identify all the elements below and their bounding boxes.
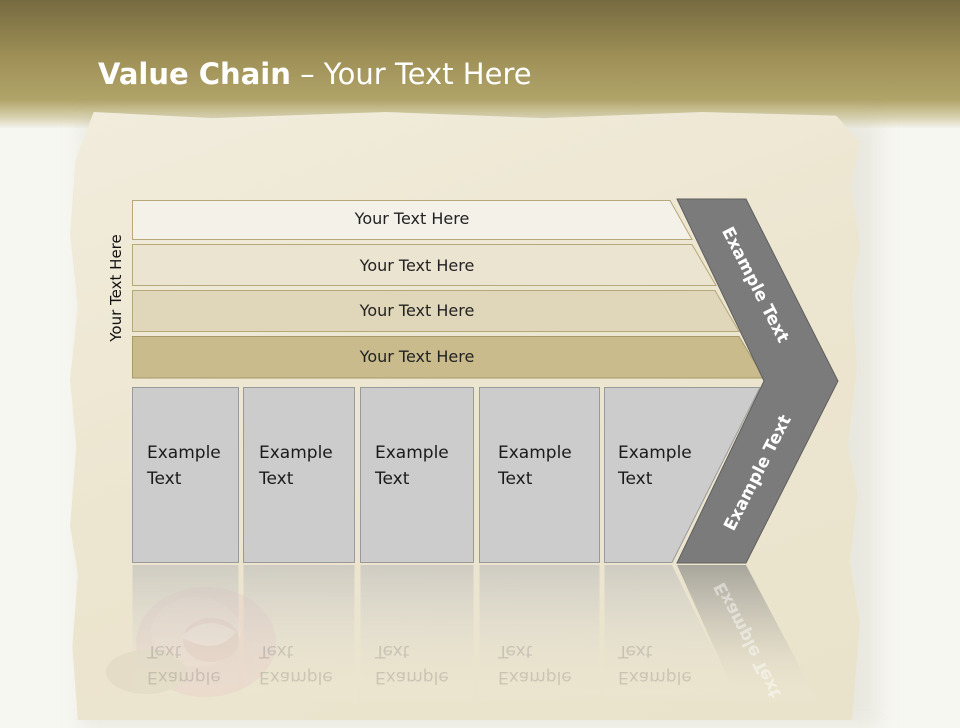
column-1-reflection [132,565,239,705]
column-5-reflection-line1: Example [618,667,692,687]
stripe-4: Your Text Here [132,336,766,379]
column-5-label-reflection: Example Text [618,638,692,690]
column-4-label-reflection: Example Text [498,638,572,690]
column-2-reflection-line1: Example [259,667,333,687]
column-1-line2: Text [147,469,182,489]
column-5-line1: Example [618,443,692,463]
column-2-reflection-line2: Text [259,641,294,661]
header-band [0,0,960,128]
column-4-line1: Example [498,443,572,463]
column-2-reflection [243,565,355,705]
stripe-3: Your Text Here [132,290,741,332]
column-5-reflection-line2: Text [618,641,653,661]
stripe-3-shape [132,290,740,332]
title-rest: – Your Text Here [290,57,532,91]
column-4-label: Example Text [498,440,572,492]
column-3-reflection [360,565,474,705]
stripe-4-label: Your Text Here [359,347,475,366]
column-4-shape [479,387,600,563]
column-3-label: Example Text [375,440,449,492]
column-4-reflection [479,565,600,705]
column-5-label: Example Text [618,440,692,492]
column-1-shape [132,387,239,563]
chevron-reflection [677,565,820,705]
column-3-line1: Example [375,443,449,463]
column-1-label: Example Text [147,440,221,492]
stripe-1: Your Text Here [132,200,694,240]
stripe-2-shape [132,244,717,286]
column-4-reflection-line1: Example [498,667,572,687]
column-4-line2: Text [498,469,533,489]
column-3-line2: Text [375,469,410,489]
page-title: Value Chain – Your Text Here [98,54,532,94]
column-2-label-reflection: Example Text [259,638,333,690]
column-5-line2: Text [618,469,653,489]
chevron-arrow [676,198,839,564]
column-3-shape [360,387,474,563]
column-2-shape [243,387,355,563]
column-3-reflection-line1: Example [375,667,449,687]
column-2-line1: Example [259,443,333,463]
stripe-3-label: Your Text Here [359,301,475,320]
column-1-reflection-line2: Text [147,641,182,661]
column-3-reflection-line2: Text [375,641,410,661]
title-bold: Value Chain [98,57,291,91]
column-5-shape [604,387,761,563]
stripe-1-shape [132,200,693,240]
stripe-1-label: Your Text Here [354,209,470,228]
stripe-2: Your Text Here [132,244,718,286]
column-1-line1: Example [147,443,221,463]
column-1-label-reflection: Example Text [147,638,221,690]
column-5-reflection [604,565,740,705]
column-4-reflection-line2: Text [498,641,533,661]
column-3-label-reflection: Example Text [375,638,449,690]
column-2-line2: Text [259,469,294,489]
column-1-reflection-line1: Example [147,667,221,687]
column-2-label: Example Text [259,440,333,492]
stripe-2-label: Your Text Here [359,256,475,275]
